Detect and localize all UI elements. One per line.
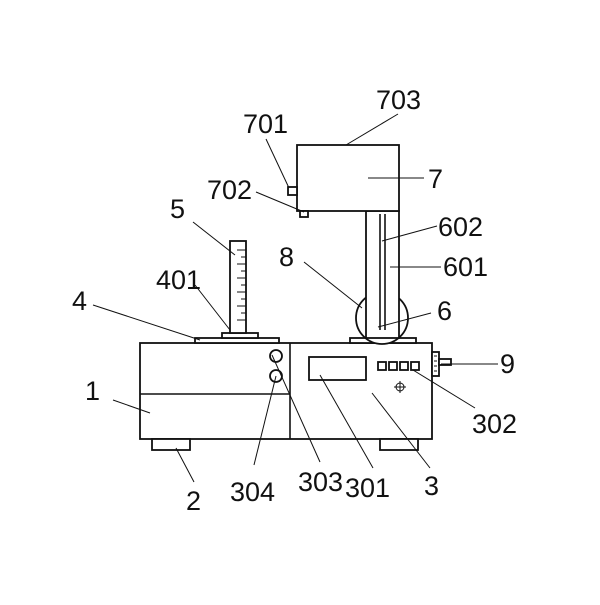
control-panel [269,349,420,393]
leader-4 [92,304,201,341]
indicator-knob-303 [269,349,283,363]
reference-labels: 1 2 3 4 5 6 7 8 9 301 302 303 304 401 60… [72,85,517,516]
leader-5 [192,221,236,256]
hand-wheel-shaft [438,358,452,366]
leader-3 [371,392,431,469]
foot-right [379,438,419,451]
hand-wheel [431,351,452,377]
label-8: 8 [279,242,294,272]
sample-platform [194,332,280,344]
label-304: 304 [230,477,275,507]
leader-703 [345,113,399,146]
key-button-4 [410,361,420,371]
leader-2 [175,447,195,483]
key-button-1 [377,361,387,371]
label-401: 401 [156,265,201,295]
key-button-3 [399,361,409,371]
leader-8 [303,261,363,309]
label-301: 301 [345,473,390,503]
leader-6 [377,312,432,328]
leader-303 [271,354,321,463]
key-button-2 [388,361,398,371]
cabinet-body [139,342,433,440]
cylinder-scale-marks [237,249,246,321]
leader-701 [265,138,290,189]
label-7: 7 [428,164,443,194]
leader-lines [92,113,498,483]
column-post [365,210,400,339]
label-703: 703 [376,85,421,115]
direction-pad-icon [394,381,406,393]
leader-304 [253,375,277,466]
label-6: 6 [437,296,452,326]
label-5: 5 [170,194,185,224]
leader-702 [255,191,305,213]
label-2: 2 [186,486,201,516]
label-601: 601 [443,252,488,282]
display-screen [308,356,367,381]
base-cabinet [139,342,433,451]
leader-602 [381,225,438,242]
label-4: 4 [72,286,87,316]
label-602: 602 [438,212,483,242]
label-9: 9 [500,349,515,379]
label-701: 701 [243,109,288,139]
label-303: 303 [298,467,343,497]
measuring-cylinder [229,240,247,334]
lifting-column [349,210,417,345]
label-302: 302 [472,409,517,439]
leader-301 [319,374,374,469]
leader-1 [112,399,151,414]
head-probe-tip [299,210,309,218]
head-side-knob [287,186,298,196]
label-3: 3 [424,471,439,501]
foot-left [151,438,191,451]
leader-302 [412,369,476,409]
leader-401 [194,284,231,331]
label-1: 1 [85,376,100,406]
head-housing [287,144,400,218]
label-702: 702 [207,175,252,205]
cylinder-tube [229,240,247,334]
